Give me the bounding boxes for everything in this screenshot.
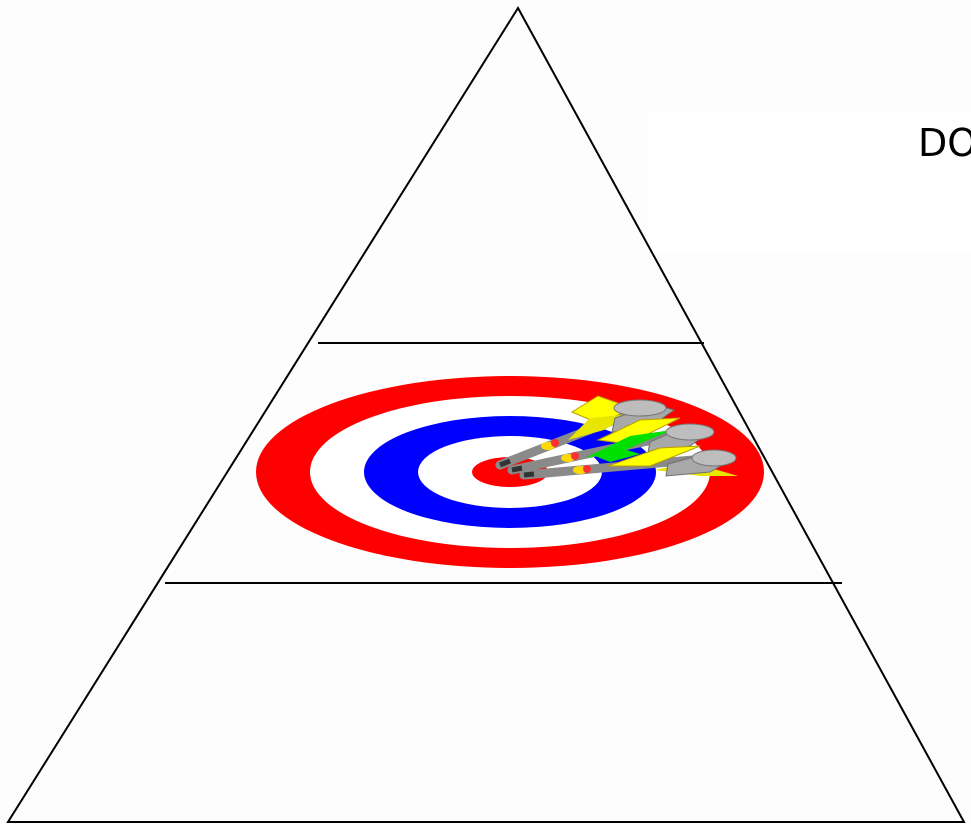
pyramid-diagram	[0, 0, 971, 824]
